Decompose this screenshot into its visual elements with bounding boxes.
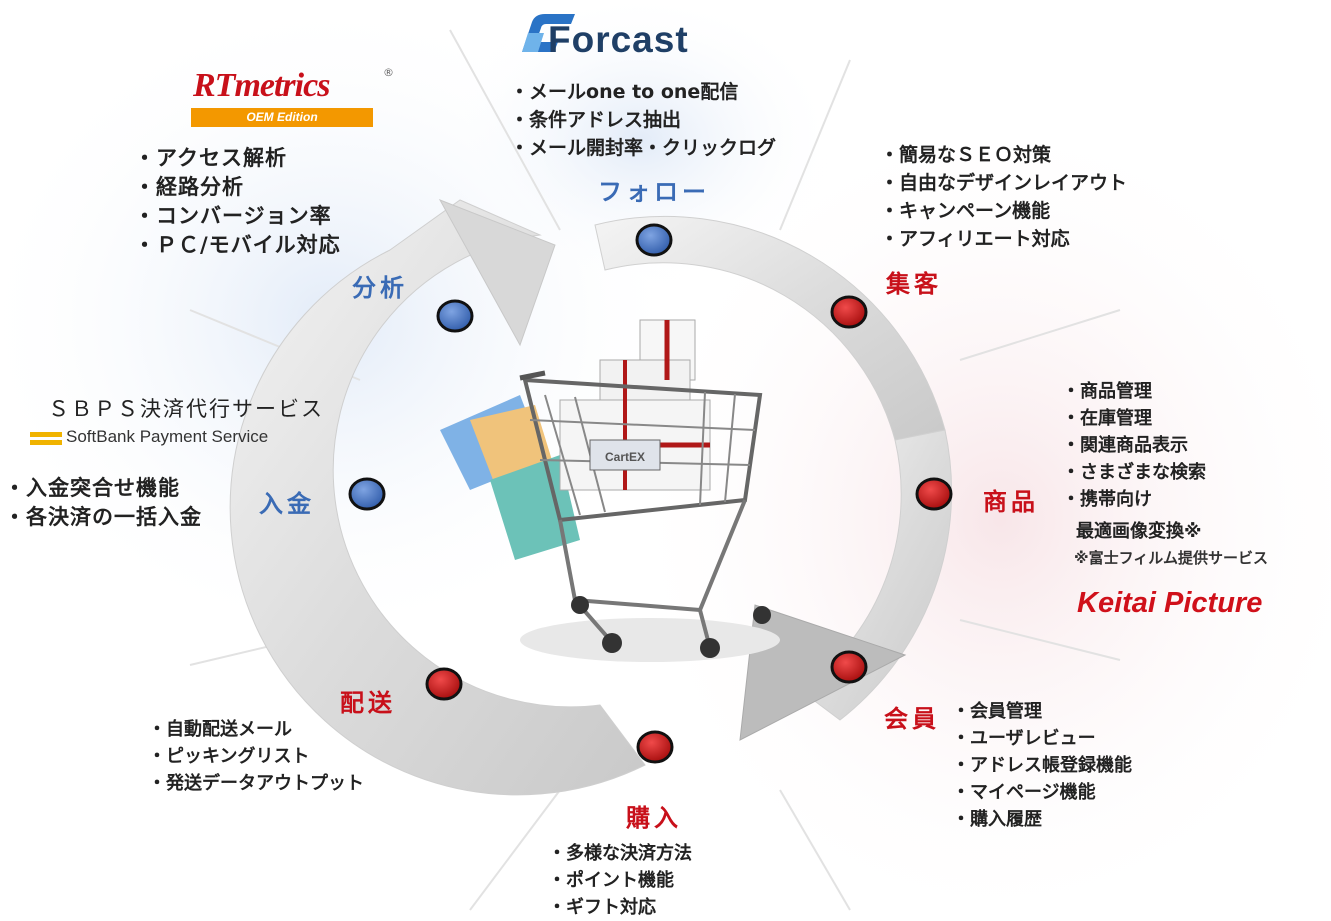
list-item: 自由なデザインレイアウト	[880, 169, 1127, 197]
dot-analysis	[436, 299, 474, 333]
list-item: 多様な決済方法	[548, 840, 692, 867]
shopping-cart-illustration: CartEX	[440, 319, 780, 662]
softbank-logo: SoftBank Payment Service	[66, 427, 269, 446]
product-list-note: ※富士フィルム提供サービス	[1074, 549, 1268, 567]
list-item: 経路分析	[134, 173, 341, 202]
list-item: アドレス帳登録機能	[952, 752, 1132, 779]
list-item: 各決済の一括入金	[4, 503, 202, 532]
list-item: 商品管理	[1062, 378, 1206, 405]
dot-purchase	[636, 730, 674, 764]
list-item: キャンペーン機能	[880, 197, 1127, 225]
analysis-feature-list: アクセス解析 経路分析 コンバージョン率 ＰＣ/モバイル対応	[134, 144, 341, 260]
list-item: ピッキングリスト	[148, 743, 364, 770]
list-item: ユーザレビュー	[952, 725, 1132, 752]
follow-feature-list: メールone to one配信 条件アドレス抽出 メール開封率・クリックログ	[510, 78, 776, 162]
forcast-logo-icon	[522, 14, 575, 52]
list-item: 簡易なＳＥＯ対策	[880, 141, 1127, 169]
rtmetrics-edition-bar	[191, 108, 373, 127]
stage-follow: フォロー	[598, 178, 710, 206]
dot-payment	[348, 477, 386, 511]
list-item: 発送データアウトプット	[148, 770, 364, 797]
rtmetrics-edition-label: OEM Edition	[246, 110, 318, 124]
keitai-picture-logo: Keitai Picture	[1077, 587, 1263, 619]
purchase-feature-list: 多様な決済方法 ポイント機能 ギフト対応	[548, 840, 692, 921]
stage-member: 会員	[884, 705, 940, 733]
dot-acquire	[830, 295, 868, 329]
stage-acquire: 集客	[886, 270, 942, 298]
sbps-title: ＳＢＰＳ決済代行サービス	[48, 397, 324, 421]
list-item: 携帯向け	[1062, 486, 1206, 513]
softbank-logo-icon	[30, 432, 62, 445]
member-feature-list: 会員管理 ユーザレビュー アドレス帳登録機能 マイページ機能 購入履歴	[952, 698, 1132, 833]
rtmetrics-registered-icon: ®	[383, 66, 394, 79]
shipping-feature-list: 自動配送メール ピッキングリスト 発送データアウトプット	[148, 716, 364, 797]
acquire-feature-list: 簡易なＳＥＯ対策 自由なデザインレイアウト キャンペーン機能 アフィリエート対応	[880, 141, 1127, 253]
dot-product	[915, 477, 953, 511]
list-item: ギフト対応	[548, 894, 692, 921]
dot-follow	[635, 223, 673, 257]
forcast-logo: Forcast	[548, 19, 689, 60]
list-item: 入金突合せ機能	[4, 474, 202, 503]
list-item: ポイント機能	[548, 867, 692, 894]
list-item: 在庫管理	[1062, 405, 1206, 432]
list-item: アフィリエート対応	[880, 225, 1127, 253]
list-item: コンバージョン率	[134, 202, 341, 231]
list-item: 関連商品表示	[1062, 432, 1206, 459]
stage-product: 商品	[983, 488, 1039, 516]
list-item: 会員管理	[952, 698, 1132, 725]
stage-analysis: 分析	[352, 274, 408, 302]
stage-shipping: 配送	[340, 689, 396, 717]
dot-shipping	[425, 667, 463, 701]
payment-feature-list: 入金突合せ機能 各決済の一括入金	[4, 474, 202, 532]
list-item: 購入履歴	[952, 806, 1132, 833]
list-item: ＰＣ/モバイル対応	[134, 231, 341, 260]
cart-label: CartEX	[605, 450, 645, 464]
rtmetrics-logo: RTmetrics	[193, 67, 330, 104]
dot-member	[830, 650, 868, 684]
stage-purchase: 購入	[626, 804, 682, 832]
list-item: メールone to one配信	[510, 78, 776, 106]
list-item: マイページ機能	[952, 779, 1132, 806]
list-item: 自動配送メール	[148, 716, 364, 743]
list-item: さまざまな検索	[1062, 459, 1206, 486]
product-list-extra: 最適画像変換※	[1076, 521, 1202, 542]
list-item: メール開封率・クリックログ	[510, 134, 776, 162]
product-feature-list: 商品管理 在庫管理 関連商品表示 さまざまな検索 携帯向け	[1062, 378, 1206, 513]
list-item: 条件アドレス抽出	[510, 106, 776, 134]
stage-payment: 入金	[259, 490, 315, 518]
list-item: アクセス解析	[134, 144, 341, 173]
